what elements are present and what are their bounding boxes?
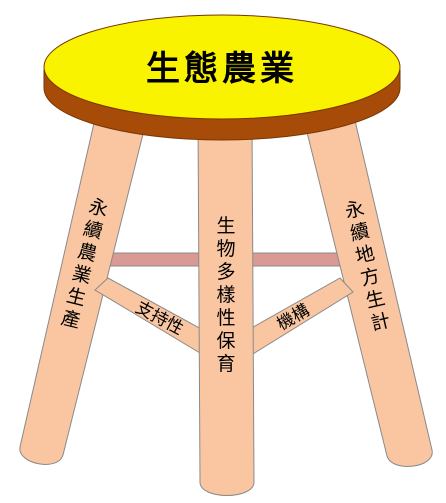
leg-label-glyph: 續 [81,218,105,244]
leg-label-glyph: 生 [64,284,88,310]
leg-label-glyph: 農 [75,240,99,266]
leg-label-glyph: 永 [87,195,111,221]
leg-label-text: 生物多樣性保育 [216,215,235,375]
seat-top [43,14,401,120]
leg-label-glyph: 續 [348,220,371,246]
leg-label-glyph: 永 [343,197,366,223]
leg-label-glyph: 樣 [216,284,235,306]
leg-label-glyph: 性 [216,307,235,329]
leg-center [197,119,255,496]
brace-left-label: 支持性 [132,298,186,340]
leg-label-glyph: 計 [369,309,392,335]
leg-right-label: 永續地方生計 [343,197,392,335]
leg-label-glyph: 多 [216,261,235,283]
leg-label-glyph: 地 [353,242,376,268]
seat-title: 生態農業 [146,49,298,89]
leg-label-glyph: 方 [358,265,381,291]
leg-label-glyph: 育 [216,353,235,375]
leg-label-text: 永續地方生計 [343,197,392,335]
leg-label-glyph: 業 [70,262,94,288]
leg-label-glyph: 保 [216,330,235,352]
leg-label-glyph: 物 [216,238,235,260]
leg-label-glyph: 生 [364,287,387,313]
leg-label-text: 永續農業生產 [59,195,111,333]
leg-left-label: 永續農業生產 [59,195,111,333]
leg-label-glyph: 產 [59,307,83,333]
leg-center-label: 生物多樣性保育 [216,215,235,375]
brace-label-text: 支持性 [132,298,186,340]
leg-label-glyph: 生 [216,215,235,237]
